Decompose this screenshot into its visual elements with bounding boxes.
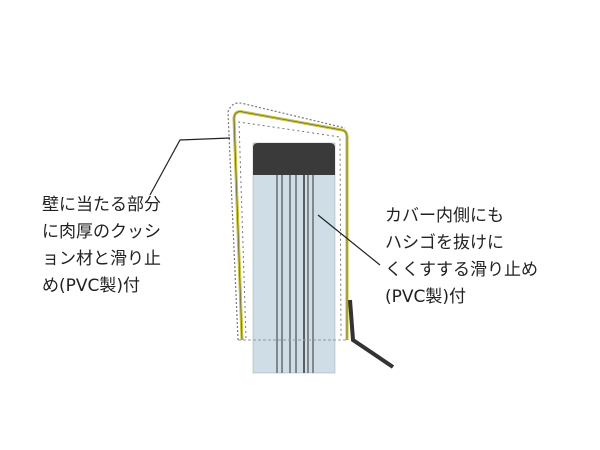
right-annotation: カバー内側にも ハシゴを抜けに くくすする滑り止め (PVC製)付 (385, 203, 538, 311)
leader-right (317, 214, 381, 266)
left-line-4: め(PVC製)付 (42, 276, 141, 296)
leader-left (149, 137, 231, 196)
right-line-3: くくすする滑り止め (385, 260, 538, 280)
left-line-2: に肉厚のクッシ (42, 222, 161, 242)
left-line-3: ョン材と滑り止 (42, 249, 161, 269)
cushion-outer (227, 102, 346, 341)
non-slip-hook (348, 299, 395, 369)
left-annotation: 壁に当たる部分 に肉厚のクッシ ョン材と滑り止 め(PVC製)付 (42, 192, 161, 300)
left-line-1: 壁に当たる部分 (42, 195, 161, 215)
rail-cap (253, 143, 335, 175)
ladder-rail (252, 142, 336, 374)
right-line-1: カバー内側にも (385, 206, 504, 226)
right-line-4: (PVC製)付 (385, 287, 467, 307)
right-line-2: ハシゴを抜けに (385, 233, 504, 253)
